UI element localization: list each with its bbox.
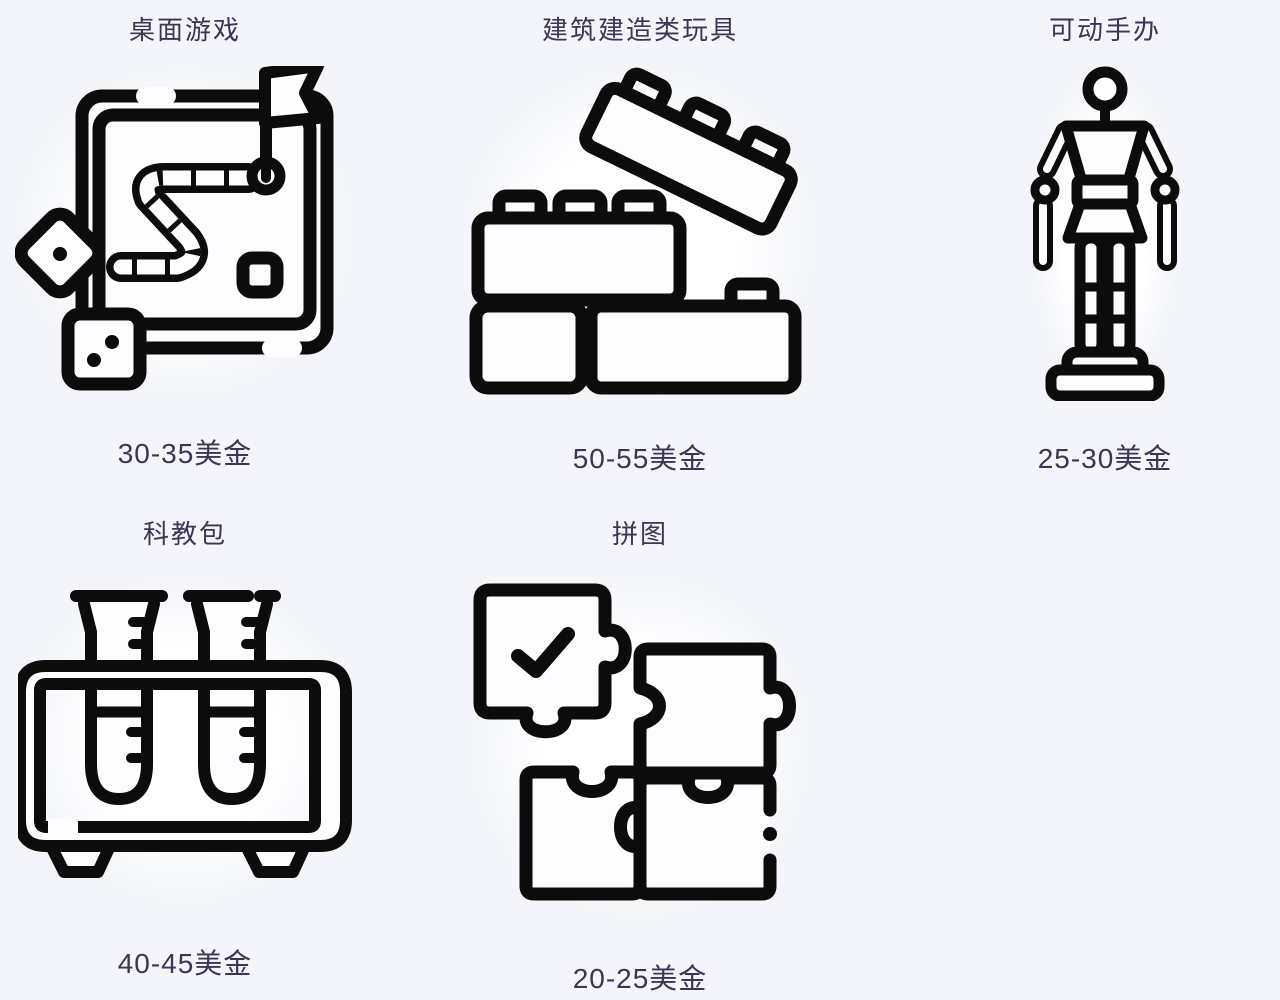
- category-card-science-kit: 科教包: [15, 516, 355, 982]
- category-card-board-game: 桌面游戏: [15, 12, 355, 472]
- board-game-icon: [15, 66, 355, 396]
- science-kit-icon: [17, 590, 352, 878]
- category-title: 桌面游戏: [128, 15, 241, 45]
- puzzle-icon: [467, 574, 813, 919]
- science-kit-icon: [17, 574, 353, 904]
- category-card-building-blocks: 建筑建造类玩具: [460, 12, 820, 477]
- action-figure-icon: [1030, 66, 1180, 401]
- category-price: 50-55美金: [572, 443, 708, 474]
- category-title: 科教包: [142, 519, 227, 549]
- category-title: 可动手办: [1048, 15, 1161, 45]
- category-card-puzzle: 拼图 20-25美金: [460, 516, 820, 997]
- category-price: 30-35美金: [117, 438, 253, 469]
- building-blocks-icon: [462, 66, 818, 401]
- category-price: 40-45美金: [117, 948, 253, 979]
- category-card-action-figure: 可动手办: [935, 12, 1275, 477]
- puzzle-icon: [473, 583, 796, 901]
- category-price: 20-25美金: [572, 963, 708, 994]
- category-title: 建筑建造类玩具: [541, 15, 738, 45]
- board-game-icon: [15, 66, 334, 391]
- check-icon: [510, 627, 575, 678]
- building-blocks-icon: [469, 67, 801, 395]
- category-price: 25-30美金: [1037, 443, 1173, 474]
- action-figure-icon: [1030, 66, 1180, 401]
- category-title: 拼图: [611, 519, 668, 549]
